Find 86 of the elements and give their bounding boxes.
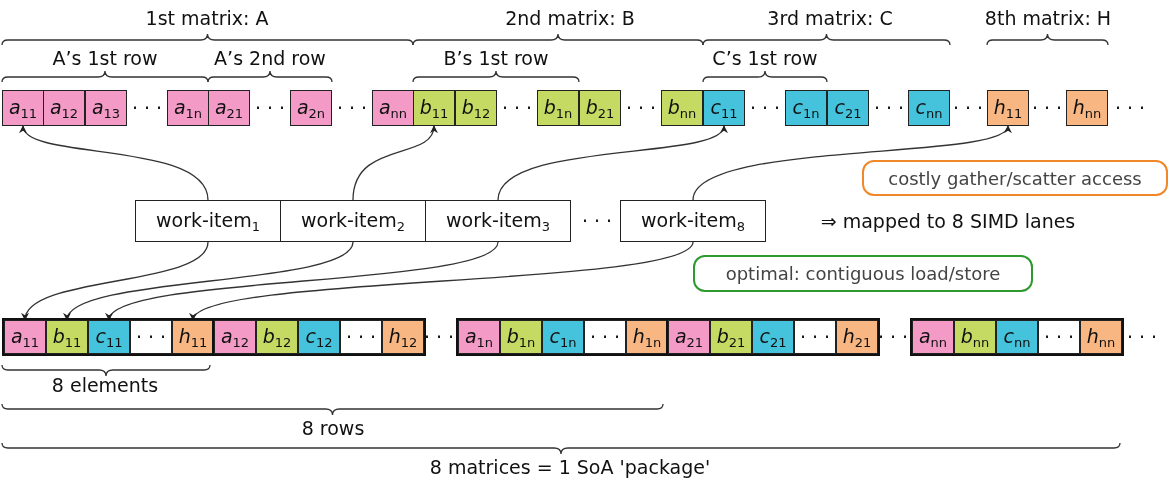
memory-cell: a$_{11}$ (2, 90, 44, 126)
memory-cell: b$_{nn}$ (661, 90, 703, 126)
memory-cell: b$_{12}$ (256, 320, 298, 354)
memory-cell: h$_{nn}$ (1066, 90, 1108, 126)
memory-cell: · · · (130, 320, 172, 354)
ellipsis: · · · (581, 210, 613, 232)
memory-cell: c$_{11}$ (88, 320, 130, 354)
memory-cell: a$_{1n}$ (458, 320, 500, 354)
ellipsis: · · · (625, 97, 657, 119)
brace-label: 8 elements (51, 374, 159, 396)
memory-cell: b$_{1n}$ (537, 90, 579, 126)
memory-cell: h$_{nn}$ (1080, 320, 1122, 354)
memory-cell: a$_{11}$ (4, 320, 46, 354)
ellipsis: · · · (336, 97, 368, 119)
package-group (666, 318, 880, 356)
memory-cell: c$_{21}$ (752, 320, 794, 354)
brace-label: 8 matrices = 1 SoA 'package' (429, 456, 711, 478)
ellipsis: · · · (1031, 97, 1063, 119)
work-item-box: work-item$_{3}$ (425, 200, 571, 242)
memory-cell: a$_{12}$ (214, 320, 256, 354)
memory-cell: b$_{11}$ (413, 90, 455, 126)
arrow (66, 241, 354, 321)
memory-cell: c$_{nn}$ (996, 320, 1038, 354)
memory-cell: a$_{13}$ (85, 90, 127, 126)
memory-cell: · · · (340, 320, 382, 354)
annotation-text: ⇒ mapped to 8 SIMD lanes (820, 210, 1076, 232)
memory-cell: a$_{nn}$ (912, 320, 954, 354)
memory-cell: a$_{12}$ (43, 90, 85, 126)
memory-cell: c$_{12}$ (298, 320, 340, 354)
work-item-box: work-item$_{1}$ (135, 200, 281, 242)
memory-cell: · · · (794, 320, 836, 354)
brace-label: 3rd matrix: C (767, 7, 893, 29)
memory-cell: b$_{12}$ (455, 90, 497, 126)
ellipsis: · · · (254, 97, 286, 119)
memory-cell: h$_{12}$ (382, 320, 424, 354)
ellipsis: · · · (877, 326, 909, 348)
brace-label: 1st matrix: A (145, 7, 269, 29)
brace-label: C’s 1st row (712, 47, 818, 69)
callout-box: optimal: contiguous load/store (693, 255, 1033, 292)
ellipsis: · · · (423, 326, 455, 348)
memory-cell: b$_{21}$ (710, 320, 752, 354)
brace-label: 8th matrix: H (984, 7, 1112, 29)
memory-cell: a$_{21}$ (208, 90, 250, 126)
memory-cell: · · · (584, 320, 626, 354)
package-group (212, 318, 426, 356)
arrow (23, 241, 209, 321)
memory-cell: h$_{11}$ (172, 320, 214, 354)
memory-cell: c$_{nn}$ (908, 90, 950, 126)
memory-cell: a$_{2n}$ (290, 90, 332, 126)
memory-cell: a$_{21}$ (668, 320, 710, 354)
memory-cell: c$_{11}$ (703, 90, 745, 126)
brace-label: A’s 2nd row (214, 47, 326, 69)
memory-cell: c$_{21}$ (827, 90, 869, 126)
memory-cell: h$_{1n}$ (626, 320, 668, 354)
ellipsis: · · · (501, 97, 533, 119)
arrow (497, 125, 725, 201)
work-item-box: work-item$_{8}$ (620, 200, 766, 242)
brace-label: 2nd matrix: B (505, 7, 635, 29)
arrow (192, 241, 694, 321)
ellipsis: · · · (873, 97, 905, 119)
callout-box: costly gather/scatter access (862, 160, 1168, 196)
ellipsis: · · · (131, 97, 163, 119)
memory-cell: h$_{11}$ (987, 90, 1029, 126)
brace-label: B’s 1st row (443, 47, 549, 69)
ellipsis: · · · (1126, 326, 1158, 348)
package-group (910, 318, 1124, 356)
ellipsis: · · · (1114, 97, 1146, 119)
brace-label: A’s 1st row (52, 47, 158, 69)
memory-cell: b$_{1n}$ (500, 320, 542, 354)
memory-cell: a$_{1n}$ (167, 90, 209, 126)
memory-cell: b$_{nn}$ (954, 320, 996, 354)
memory-cell: · · · (1038, 320, 1080, 354)
memory-cell: c$_{1n}$ (542, 320, 584, 354)
arrow (692, 125, 1009, 201)
arrow (22, 125, 209, 201)
memory-cell: b$_{21}$ (579, 90, 621, 126)
memory-cell: h$_{21}$ (836, 320, 878, 354)
brace-label: 8 rows (301, 417, 365, 439)
arrow (108, 241, 499, 321)
work-item-box: work-item$_{2}$ (280, 200, 426, 242)
memory-cell: a$_{nn}$ (372, 90, 414, 126)
memory-cell: b$_{11}$ (46, 320, 88, 354)
ellipsis: · · · (749, 97, 781, 119)
arrow (352, 125, 437, 201)
memory-cell: c$_{1n}$ (785, 90, 827, 126)
ellipsis: · · · (952, 97, 984, 119)
